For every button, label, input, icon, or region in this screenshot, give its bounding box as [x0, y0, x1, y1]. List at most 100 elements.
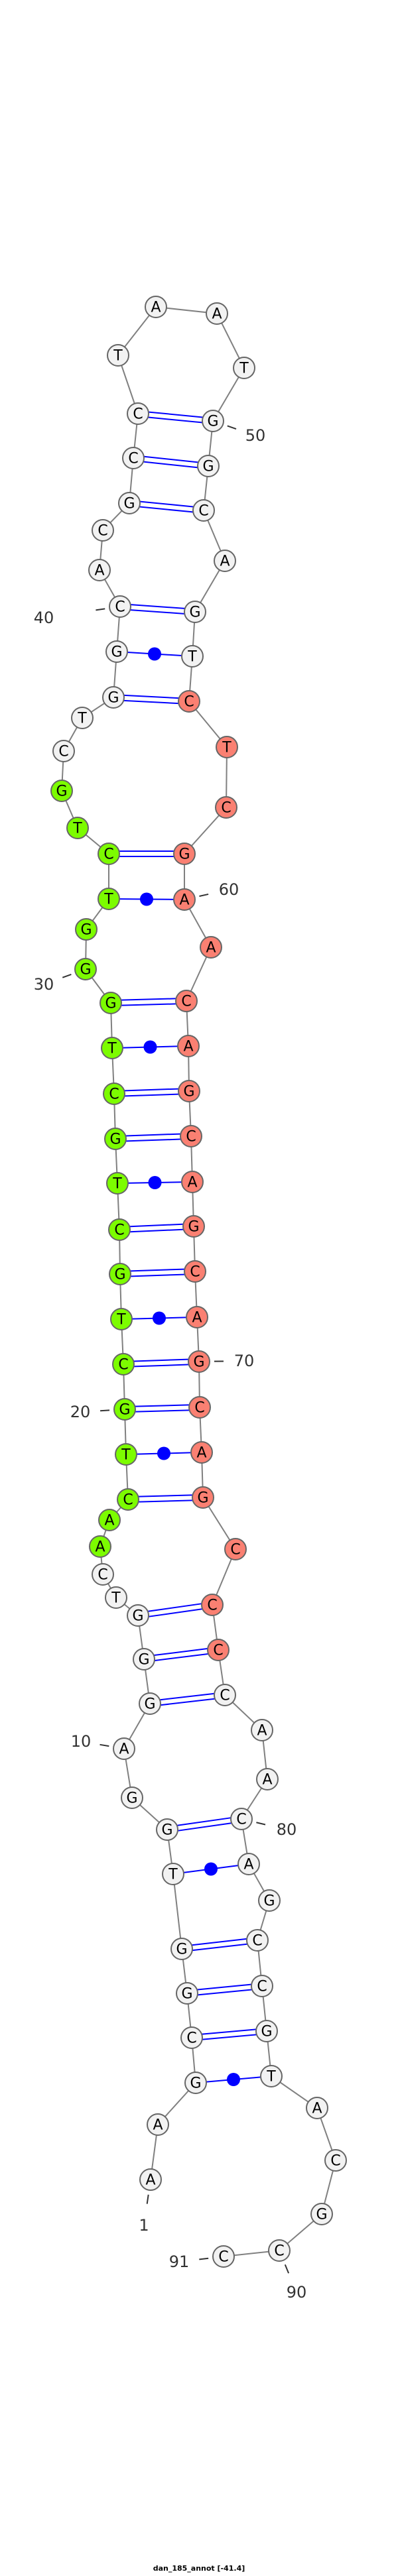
nucleotide-letter: C [252, 1933, 262, 1950]
nucleotide-letter: C [236, 1812, 246, 1828]
nucleotide: T [181, 645, 204, 668]
nucleotide: C [98, 843, 120, 865]
nucleotide: T [98, 888, 120, 910]
nucleotide-circle [52, 740, 75, 762]
base-pair-double [121, 998, 176, 1006]
nucleotide-circle [202, 410, 224, 432]
nucleotide: G [50, 780, 73, 802]
base-pair-double [202, 2028, 257, 2040]
nucleotide-letter: C [220, 1688, 230, 1704]
nucleotide-letter: G [188, 1219, 199, 1236]
nucleotide: A [200, 936, 222, 959]
nucleotide-circle [214, 1684, 236, 1706]
nucleotide-circle [310, 2203, 333, 2225]
nucleotide-circle [184, 2072, 207, 2094]
nucleotide-circle [201, 1594, 224, 1616]
base-pair-dot [127, 647, 182, 661]
position-label: 70 [234, 1352, 255, 1370]
base-pair-double [124, 1088, 179, 1097]
nucleotide-circle [147, 2113, 169, 2136]
nucleotide-letter: C [198, 503, 208, 520]
nucleotide: A [147, 2113, 169, 2136]
nucleotide-letter: C [330, 2153, 340, 2170]
nucleotide-letter: G [197, 1490, 208, 1507]
nucleotide-circle [182, 1215, 205, 1238]
nucleotide-letter: A [220, 554, 230, 570]
base-pair-double [119, 850, 174, 857]
nucleotide: G [184, 601, 206, 623]
nucleotide-letter: T [107, 1041, 117, 1057]
nucleotide-circle [139, 2168, 162, 2191]
nucleotide-circle [74, 958, 97, 980]
nucleotide-circle [50, 780, 73, 802]
nucleotide-letter: A [312, 2101, 322, 2117]
base-pair-double [129, 1223, 184, 1233]
nucleotide-circle [178, 690, 200, 713]
nucleotide-letter: A [196, 1445, 206, 1462]
nucleotide: G [133, 1648, 155, 1670]
nucleotide-circle [173, 888, 196, 911]
pair-dot-icon [148, 1176, 162, 1189]
nucleotide-circle [88, 559, 111, 581]
nucleotide: T [110, 1308, 133, 1330]
nucleotide-letter: T [103, 892, 113, 908]
nucleotide: C [184, 1260, 206, 1283]
nucleotide-circle [188, 1396, 211, 1419]
nucleotide: C [246, 1929, 269, 1952]
position-label: 10 [71, 1732, 92, 1751]
nucleotide-circle [101, 1037, 123, 1059]
nucleotide-letter: G [119, 1402, 130, 1419]
nucleotide: C [92, 519, 114, 542]
nucleotide-circle [156, 1818, 178, 1841]
nucleotide-letter: G [126, 1790, 137, 1807]
nucleotide: G [156, 1818, 178, 1841]
nucleotide-letter: A [151, 300, 161, 316]
nucleotide: G [182, 1215, 205, 1238]
nucleotide-letter: C [213, 1643, 223, 1659]
nucleotide-letter: C [128, 451, 138, 467]
nucleotide-circle [109, 595, 131, 618]
nucleotide: G [127, 1604, 149, 1627]
nucleotide: G [184, 2072, 207, 2094]
nucleotide-circle [102, 686, 125, 709]
nucleotide-circle [268, 2239, 291, 2262]
position-label: 1 [139, 2216, 149, 2235]
nucleotide: C [180, 2026, 203, 2049]
nucleotide: G [109, 1263, 131, 1285]
nucleotide: C [251, 1975, 273, 1997]
base-pair-dot [206, 2073, 261, 2086]
pair-dot-icon [153, 1311, 166, 1325]
nucleotide: T [162, 1863, 184, 1885]
base-pair-double [130, 604, 185, 615]
position-label: 60 [219, 880, 239, 899]
nucleotide: G [192, 1486, 214, 1509]
base-pair-double [133, 1358, 189, 1368]
nucleotide-letter: C [114, 1222, 124, 1239]
nucleotide-letter: G [114, 1267, 125, 1283]
nucleotide: T [233, 357, 255, 379]
nucleotide-circle [224, 1538, 247, 1560]
nucleotide-letter: G [261, 2024, 272, 2040]
nucleotide: C [127, 402, 149, 425]
base-pair-double [148, 411, 203, 424]
nucleotide-circle [98, 1509, 121, 1531]
nucleotide: A [89, 1535, 111, 1558]
nucleotide-letter: C [133, 406, 143, 423]
nucleotide-circle [103, 1083, 125, 1105]
nucleotide: T [71, 707, 94, 729]
nucleotide: C [212, 2245, 235, 2268]
nucleotide-circle [251, 1719, 273, 1741]
nucleotide-letter: T [266, 2069, 276, 2085]
base-pair-double [138, 1494, 193, 1503]
pair-dot-icon [204, 1862, 218, 1876]
pair-dot-icon [148, 647, 161, 661]
nucleotide-letter: C [115, 599, 125, 616]
nucleotides-layer: AAGCGGTGGAGGGTCAACTGCTGCTGCTGGGTCTGCTGGC… [50, 296, 347, 2268]
nucleotide-letter: G [80, 922, 92, 939]
nucleotide-circle [104, 1128, 127, 1150]
nucleotide-letter: G [263, 1893, 275, 1910]
nucleotide-circle [324, 2149, 347, 2172]
nucleotide: G [202, 410, 224, 432]
nucleotide: A [98, 1509, 121, 1531]
nucleotide: C [201, 1594, 224, 1616]
